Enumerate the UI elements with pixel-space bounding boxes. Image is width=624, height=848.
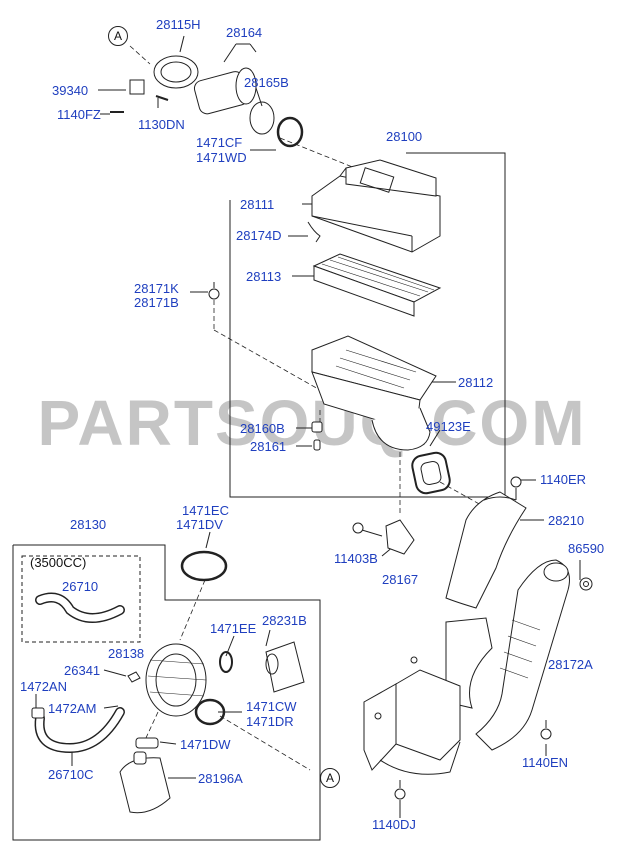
label-28100[interactable]: 28100 xyxy=(386,129,423,144)
label-86590[interactable]: 86590 xyxy=(568,541,605,556)
label-28167[interactable]: 28167 xyxy=(382,572,419,587)
label-1471DR[interactable]: 1471DR xyxy=(246,714,294,729)
label-1471DV[interactable]: 1471DV xyxy=(176,517,223,532)
box-3500cc xyxy=(21,555,141,643)
case-28112 xyxy=(311,335,437,401)
callout-a-bottom[interactable]: A xyxy=(320,768,340,788)
clamp-1471CW xyxy=(194,698,226,726)
label-28160B[interactable]: 28160B xyxy=(240,421,285,436)
label-39340[interactable]: 39340 xyxy=(52,83,89,98)
label-1140EN[interactable]: 1140EN xyxy=(522,755,569,770)
label-28112[interactable]: 28112 xyxy=(458,375,494,390)
callout-a-top[interactable]: A xyxy=(108,26,128,46)
label-1140FZ[interactable]: 1140FZ xyxy=(57,107,101,122)
part-28231B xyxy=(265,641,305,693)
label-28171K[interactable]: 28171K xyxy=(134,281,179,296)
label-28115H[interactable]: 28115H xyxy=(156,17,201,32)
label-26341[interactable]: 26341 xyxy=(64,663,101,678)
label-28172A[interactable]: 28172A xyxy=(548,657,593,672)
label-1140ER[interactable]: 1140ER xyxy=(540,472,587,487)
label-26710C[interactable]: 26710C xyxy=(48,767,94,782)
label-11403B[interactable]: 11403B xyxy=(334,551,378,566)
label-3500cc: (3500CC) xyxy=(30,555,87,570)
bracket-28167 xyxy=(385,519,415,555)
label-28171B[interactable]: 28171B xyxy=(134,295,179,310)
intake-hose-28115H xyxy=(153,55,199,89)
label-28130[interactable]: 28130 xyxy=(70,517,107,532)
hose-28172A xyxy=(475,559,570,751)
label-1472AN[interactable]: 1472AN xyxy=(20,679,67,694)
clamp-1471EC xyxy=(180,550,228,582)
label-26710[interactable]: 26710 xyxy=(62,579,99,594)
label-1130DN[interactable]: 1130DN xyxy=(138,117,185,132)
label-28174D[interactable]: 28174D xyxy=(236,228,282,243)
box-28130 xyxy=(12,544,321,841)
label-1472AM[interactable]: 1472AM xyxy=(48,701,97,716)
label-49123E[interactable]: 49123E xyxy=(426,419,471,434)
label-28138[interactable]: 28138 xyxy=(108,646,145,661)
label-1471WD[interactable]: 1471WD xyxy=(196,150,247,165)
label-28196A[interactable]: 28196A xyxy=(198,771,243,786)
seal-49123E xyxy=(411,451,451,495)
label-1471CW[interactable]: 1471CW xyxy=(246,699,297,714)
label-28161[interactable]: 28161 xyxy=(250,439,287,454)
label-1471DW[interactable]: 1471DW xyxy=(180,737,231,752)
label-1471EE[interactable]: 1471EE xyxy=(210,621,257,636)
label-28111[interactable]: 28111 xyxy=(240,197,275,212)
label-28231B[interactable]: 28231B xyxy=(262,613,307,628)
resonator-box xyxy=(395,669,461,761)
label-28113[interactable]: 28113 xyxy=(246,269,282,284)
duct-28210 xyxy=(445,491,527,609)
label-1471CF[interactable]: 1471CF xyxy=(196,135,243,150)
reservoir-28196A xyxy=(119,757,171,814)
label-28164[interactable]: 28164 xyxy=(226,25,263,40)
label-28210[interactable]: 28210 xyxy=(548,513,585,528)
gasket-28165B xyxy=(249,101,275,135)
label-28165B[interactable]: 28165B xyxy=(244,75,289,90)
watermark: PARTSOUQ.COM xyxy=(37,387,587,459)
clamp-1471CF xyxy=(276,116,304,148)
label-1140DJ[interactable]: 1140DJ xyxy=(372,817,416,832)
label-1471EC[interactable]: 1471EC xyxy=(182,503,229,518)
